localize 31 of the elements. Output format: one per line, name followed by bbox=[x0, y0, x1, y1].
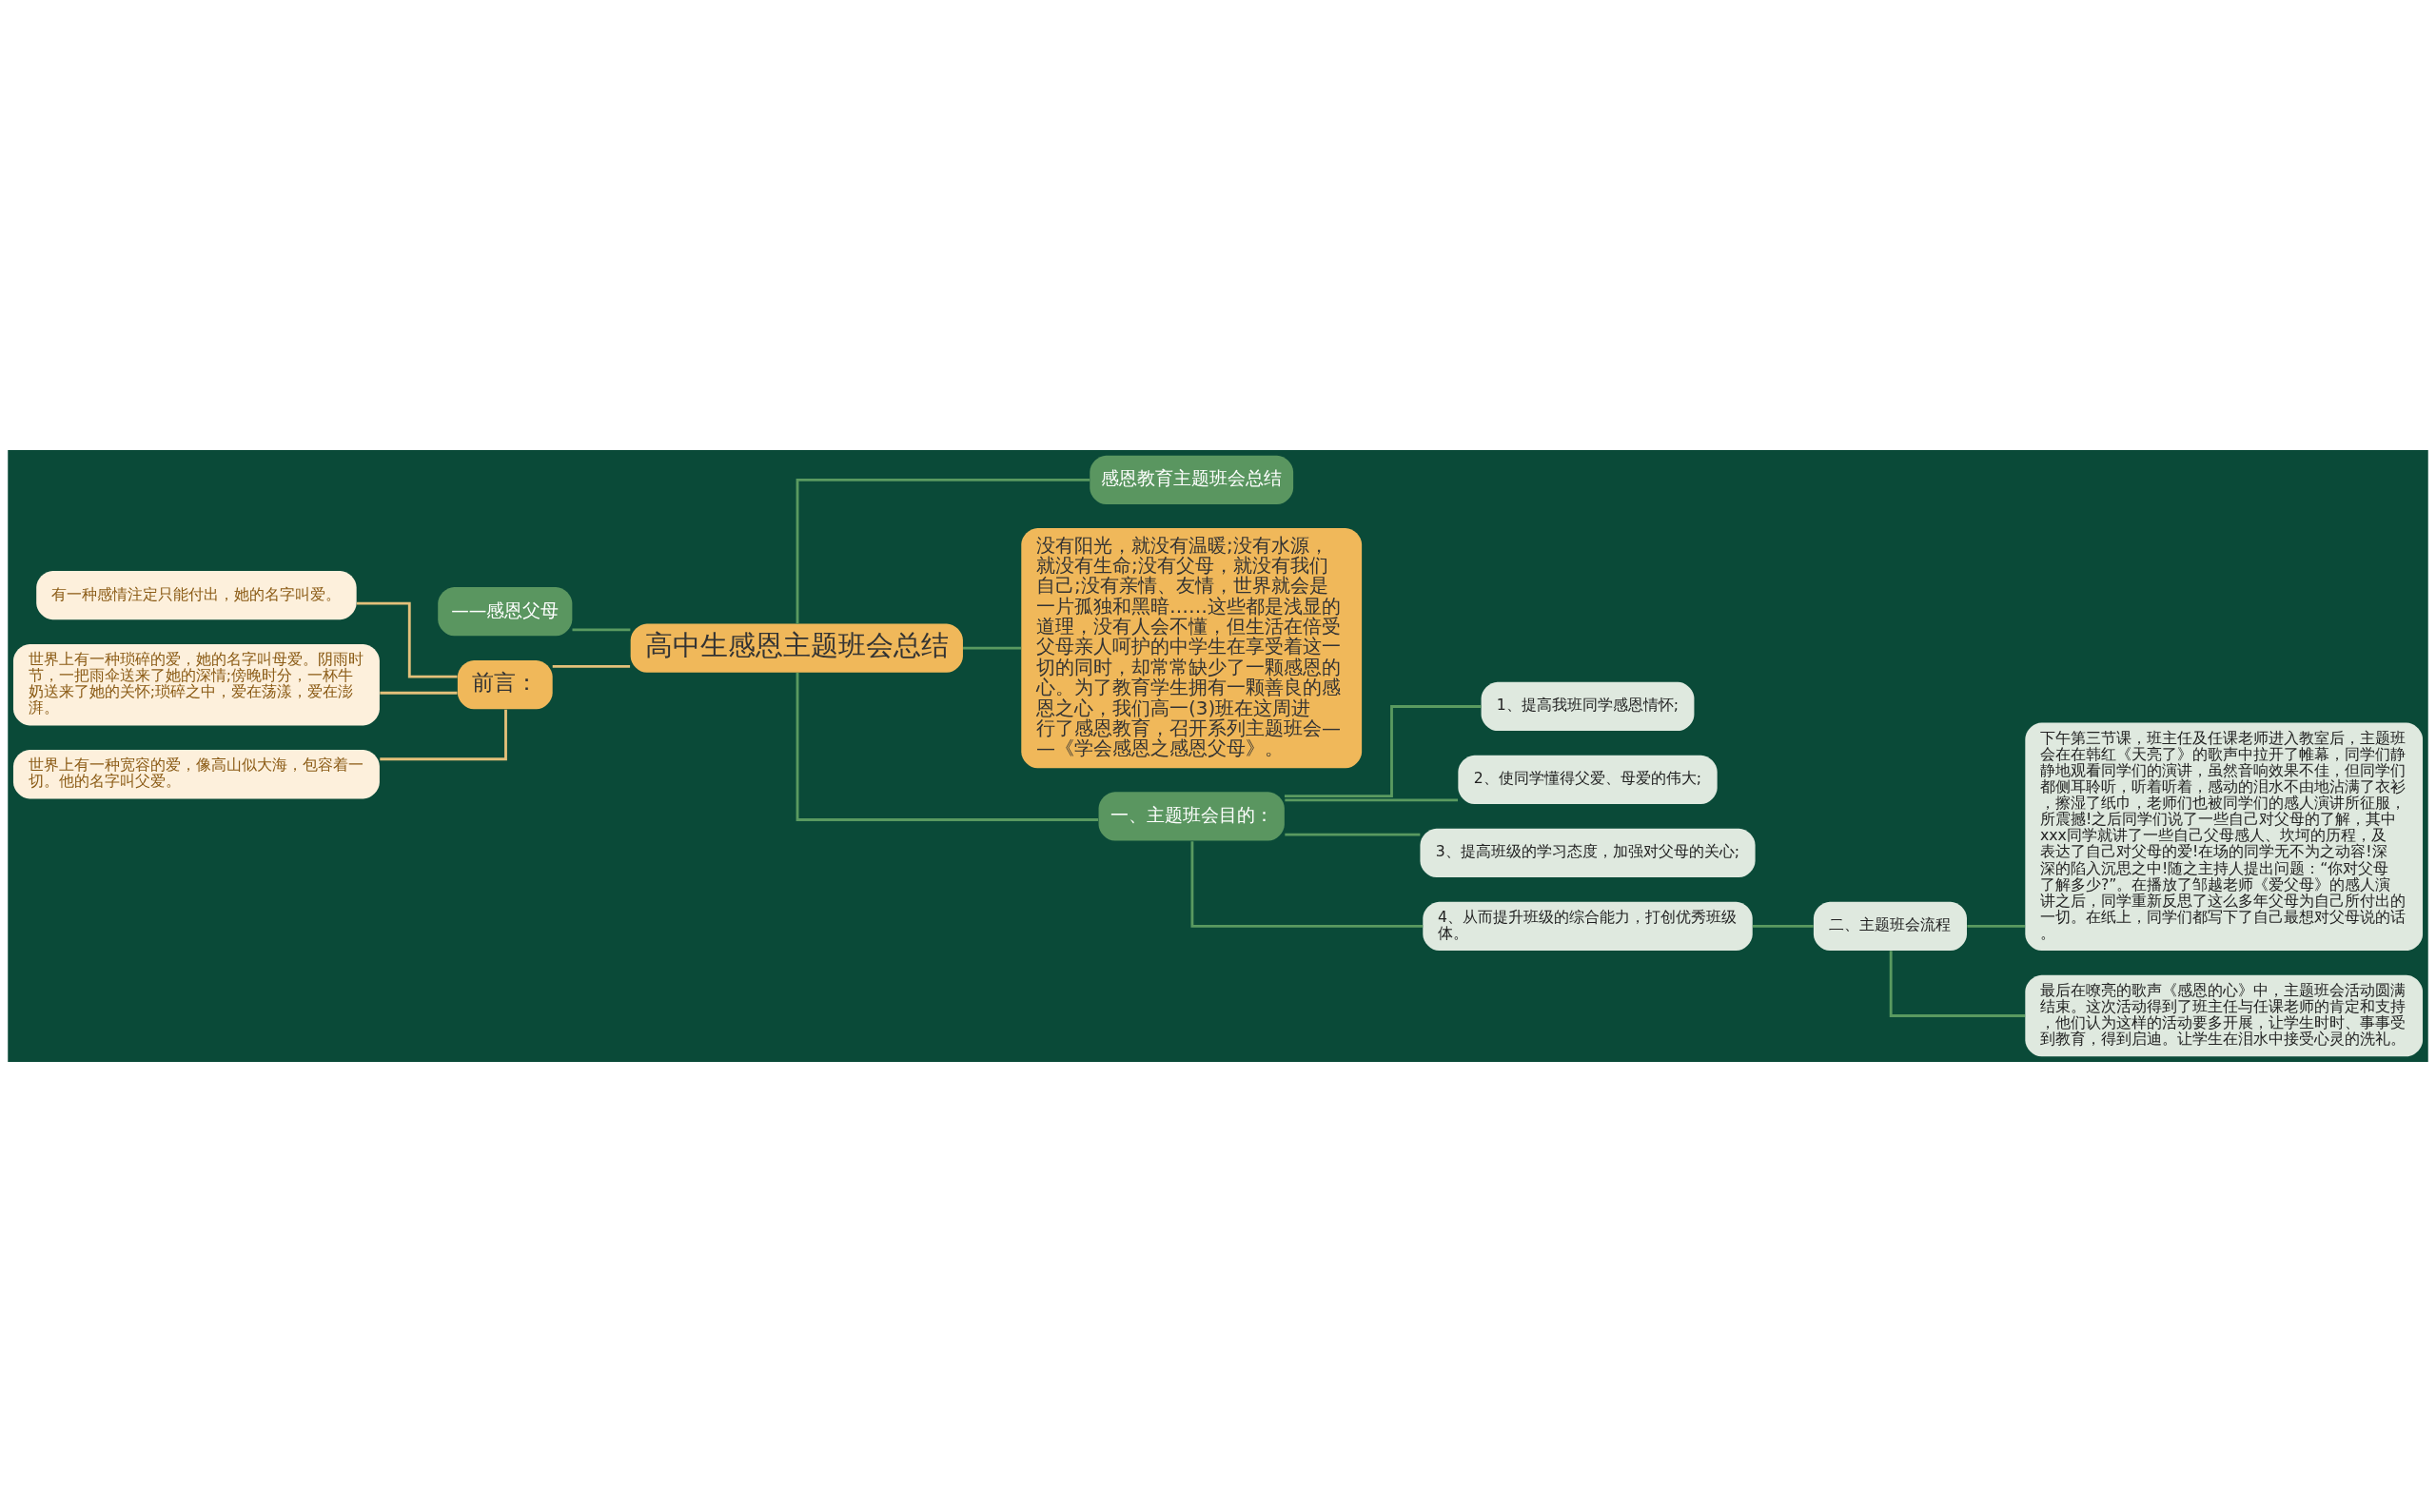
node-box: 4、从而提升班级的综合能力，打创优秀班级体。 bbox=[1423, 901, 1753, 952]
connector bbox=[1285, 798, 1459, 802]
connector bbox=[963, 646, 1021, 650]
connector bbox=[1285, 833, 1421, 836]
node-box: 二、主题班会流程 bbox=[1813, 901, 1967, 952]
connector bbox=[380, 691, 458, 695]
node-box: 一、主题班会目的： bbox=[1098, 792, 1285, 841]
connector bbox=[1889, 951, 2025, 1017]
node-box: 没有阳光，就没有温暖;没有水源，就没有生命;没有父母，就没有我们自己;没有亲情、友情，世界就会是一片孤独和黑暗……这些都是浅显的道理，没有人会不懂，但生活在倍受父母亲人呵护的中学生在享受着这一切的同时，却常常缺少了一颗感恩的心。为了教育学生拥有一颗善良的感恩之心，我们高一(3)班在这周进行了感恩教育，召开系列主题班会——《学会感恩之感恩父母》。 bbox=[1021, 528, 1363, 769]
node-box: 前言： bbox=[457, 660, 553, 710]
connector bbox=[356, 601, 458, 678]
connector bbox=[1284, 705, 1482, 797]
node-box: ——感恩父母 bbox=[438, 587, 573, 637]
node-box: 3、提高班级的学习态度，加强对父母的关心; bbox=[1420, 828, 1756, 878]
connector bbox=[572, 628, 631, 632]
connector bbox=[380, 709, 507, 761]
connector bbox=[796, 673, 1099, 821]
node-box: 有一种感情注定只能付出，她的名字叫爱。 bbox=[36, 570, 357, 620]
node-box: 世界上有一种宽容的爱，像高山似大海，包容着一切。他的名字叫父爱。 bbox=[12, 750, 380, 799]
node-box: 感恩教育主题班会总结 bbox=[1090, 455, 1294, 505]
connector bbox=[1752, 925, 1814, 928]
node-box: 最后在嘹亮的歌声《感恩的心》中，主题班会活动圆满结束。这次活动得到了班主任与任课老师的肯定和支持，他们认为这样的活动要多开展，让学生时时、事事受到教育，得到启迪。让学生在泪水中接受心灵的洗礼。 bbox=[2025, 974, 2424, 1057]
connector bbox=[552, 664, 631, 668]
connector bbox=[1190, 841, 1424, 928]
node-box: 2、使同学懂得父爱、母爱的伟大; bbox=[1458, 755, 1718, 805]
connector bbox=[796, 478, 1090, 624]
node-box: 世界上有一种琐碎的爱，她的名字叫母爱。阴雨时节，一把雨伞送来了她的深情;傍晚时分，一杯牛奶送来了她的关怀;琐碎之中，爱在荡漾，爱在澎湃。 bbox=[12, 643, 380, 726]
node-box: 1、提高我班同学感恩情怀; bbox=[1481, 681, 1695, 732]
connector bbox=[1967, 925, 2025, 928]
node-box: 下午第三节课，班主任及任课老师进入教室后，主题班会在在韩红《天亮了》的歌声中拉开了帷幕，同学们静静地观看同学们的演讲，虽然音响效果不佳，但同学们都侧耳聆听，听着听着，感动的泪水不由地沾满了衣衫，擦湿了纸巾，老师们也被同学们的感人演讲所征服，所震撼!之后同学们说了一些自己对父母的了解，其中xxx同学就讲了一些自己父母感人、坎坷的历程，及表达了自己对父母的爱!在场的同学无不为之动容!深深的陷入沉思之中!随之主持人提出问题：“你对父母了解多少?”。在播放了邹越老师《爱父母》的感人演讲之后，同学重新反思了这么多年父母为自己所付出的一切。在纸上，同学们都写下了自己最想对父母说的话。 bbox=[2025, 722, 2424, 952]
node-box: 高中生感恩主题班会总结 bbox=[630, 623, 963, 673]
